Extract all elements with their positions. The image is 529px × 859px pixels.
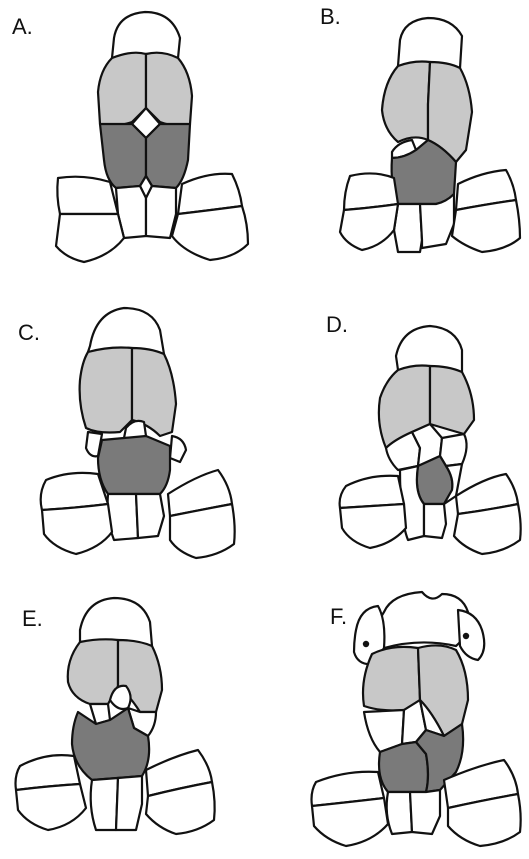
- left-side-plate-lower: [56, 214, 124, 262]
- right-light-plate: [430, 366, 474, 434]
- right-dark-plate: [146, 124, 190, 188]
- panel-a: A.: [12, 12, 248, 262]
- head-cap-plate: [378, 592, 469, 648]
- right-lower-plate: [424, 504, 446, 538]
- left-side-plate-lower: [16, 784, 86, 830]
- panel-label-e: E.: [22, 606, 43, 631]
- right-small-plate: [170, 436, 186, 462]
- head-cap-plate: [112, 12, 180, 58]
- dark-plate: [98, 436, 170, 494]
- panel-label-d: D.: [326, 312, 348, 337]
- left-side-plate-lower: [340, 204, 398, 250]
- left-lower-plate: [387, 792, 412, 834]
- left-light-plate: [68, 639, 118, 704]
- left-lower-plate: [394, 204, 422, 252]
- left-side-plate-upper: [57, 177, 118, 214]
- right-lower-plate: [146, 186, 176, 238]
- left-light-plate: [363, 647, 420, 711]
- right-side-plate-lower: [172, 206, 248, 260]
- panel-label-b: B.: [320, 4, 341, 29]
- right-lower-plate: [410, 790, 440, 834]
- left-lower-plate: [91, 778, 118, 830]
- panel-c: C.: [18, 308, 235, 558]
- panel-e: E.: [16, 598, 215, 834]
- left-side-plate-upper: [340, 476, 404, 508]
- right-lower-plate: [136, 494, 164, 538]
- right-lower-plate: [116, 776, 142, 830]
- panel-b: B.: [320, 4, 520, 252]
- right-ear-plate: [458, 610, 484, 660]
- left-side-plate-lower: [312, 798, 388, 846]
- left-light-plate: [382, 62, 430, 143]
- right-ear-dot: [463, 633, 469, 639]
- panel-d: D.: [326, 312, 521, 554]
- left-side-plate-lower: [42, 504, 112, 554]
- left-ear-dot: [363, 641, 369, 647]
- panel-label-c: C.: [18, 320, 40, 345]
- head-cap-plate: [398, 18, 462, 68]
- panel-label-f: F.: [330, 604, 347, 629]
- left-light-plate: [80, 348, 132, 433]
- left-dark-plate: [100, 124, 146, 188]
- left-side-plate-lower: [340, 504, 406, 548]
- left-dark-plate: [379, 742, 428, 792]
- panel-f: F.: [312, 592, 521, 846]
- panel-label-a: A.: [12, 14, 33, 39]
- right-side-plate-lower: [452, 200, 520, 252]
